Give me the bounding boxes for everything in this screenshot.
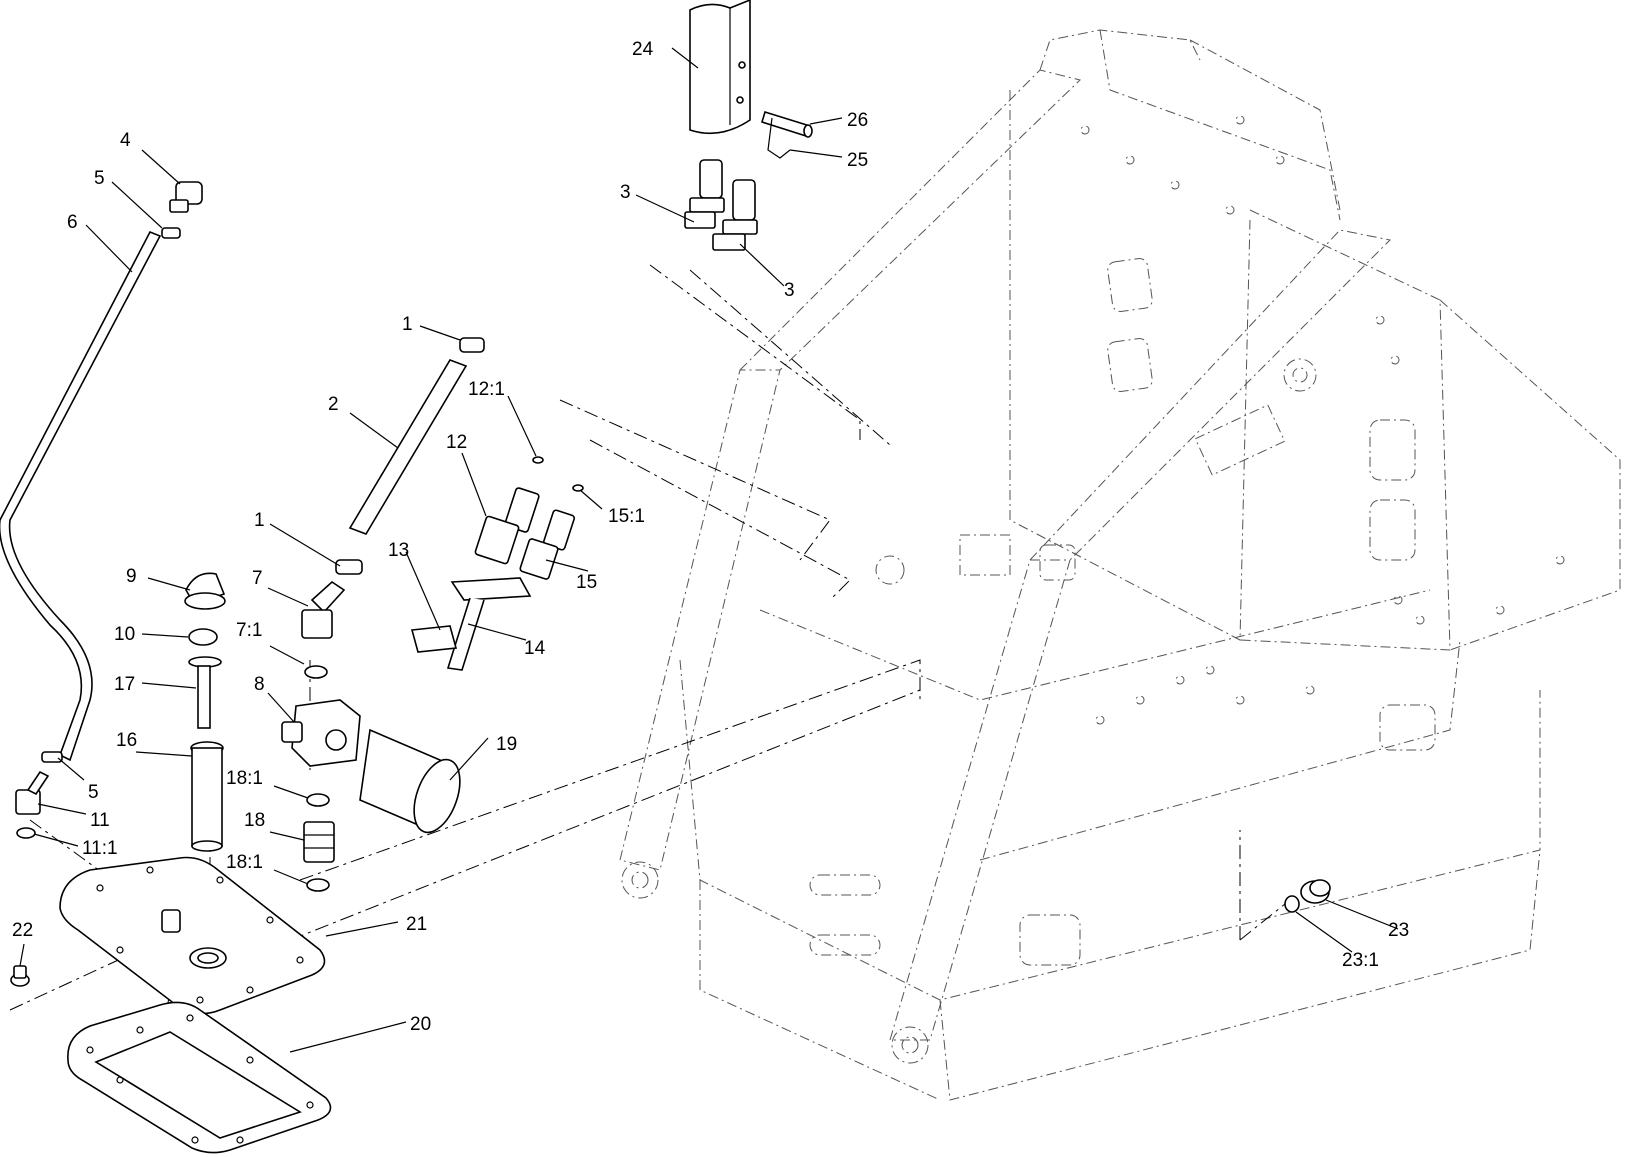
callout-18-1-bottom: 18:1 [226,852,263,873]
callout-1-top: 1 [402,314,413,335]
callout-3-right: 3 [784,280,795,301]
valve-handle-guard [689,0,751,135]
callout-17: 17 [114,674,135,695]
callout-11-1: 11:1 [82,838,118,859]
o-ring-15-1 [572,484,584,492]
callout-15-1: 15:1 [608,506,645,527]
elbow-fitting [15,770,50,815]
plug-23 [1300,879,1331,904]
callout-1-bottom: 1 [254,510,265,531]
quick-coupler-left [684,159,725,229]
callout-18-1-top: 18:1 [226,768,263,789]
machine-frame [619,29,1621,1101]
callout-3-left: 3 [620,182,631,203]
callout-8: 8 [254,674,265,695]
leader-lines [19,47,1399,1053]
callout-23: 23 [1388,920,1409,941]
coupler-15 [519,509,576,580]
callout-10: 10 [114,624,135,645]
filter [359,728,461,834]
callout-22: 22 [12,920,33,941]
callout-20: 20 [410,1014,431,1035]
quick-coupler-right [712,179,758,251]
callout-26: 26 [847,110,868,131]
fill-cap [184,572,226,610]
callout-7: 7 [252,568,263,589]
tank-cover-21 [59,856,326,1015]
o-ring-11-1 [16,827,36,839]
hose-clamp-bottom [41,751,63,763]
callout-5-bottom: 5 [88,782,99,803]
callout-18: 18 [244,810,265,831]
callout-23-1: 23:1 [1342,950,1379,971]
callout-19: 19 [496,734,517,755]
strainer-17 [188,656,222,729]
bolt-22 [10,965,30,987]
adapter-18 [303,821,335,863]
clamp-top [459,337,485,353]
o-ring-7-1 [304,665,328,679]
callout-12-1: 12:1 [468,379,505,400]
callout-13: 13 [388,540,409,561]
callout-6: 6 [67,212,78,233]
filter-head [281,699,361,767]
hose-cap [169,181,203,213]
callout-labels: 24 26 25 3 3 4 5 6 1 2 12:1 12 15:1 1 13… [12,39,1409,1035]
o-ring-18-1-bottom [306,878,330,892]
clamp-bottom [335,559,363,575]
callout-21: 21 [406,914,427,935]
callout-16: 16 [116,730,137,751]
callout-11: 11 [90,810,110,831]
o-ring-12-1 [532,456,544,464]
coupler-12 [474,487,540,565]
hose [0,230,162,762]
callout-15: 15 [576,572,597,593]
hair-pin-clip [767,117,791,159]
o-ring-10 [188,628,218,646]
callout-14: 14 [524,638,546,659]
bracket-plate-13 [410,625,458,653]
callout-4: 4 [120,130,131,151]
pin [761,110,813,138]
o-ring-23-1 [1284,895,1300,913]
callout-24: 24 [632,39,654,60]
o-ring-18-1-top [306,793,330,807]
tube [348,359,468,535]
hose-clamp-top [161,227,181,239]
gasket-20 [67,1001,332,1154]
mounting-bracket-14 [446,577,532,671]
callout-5-top: 5 [94,168,105,189]
callout-7-1: 7:1 [236,620,262,641]
callout-9: 9 [126,566,137,587]
callout-25: 25 [847,150,868,171]
strainer-tube-16 [190,741,224,852]
callout-2: 2 [328,394,339,415]
elbow-7 [301,580,346,639]
callout-12: 12 [446,432,467,453]
